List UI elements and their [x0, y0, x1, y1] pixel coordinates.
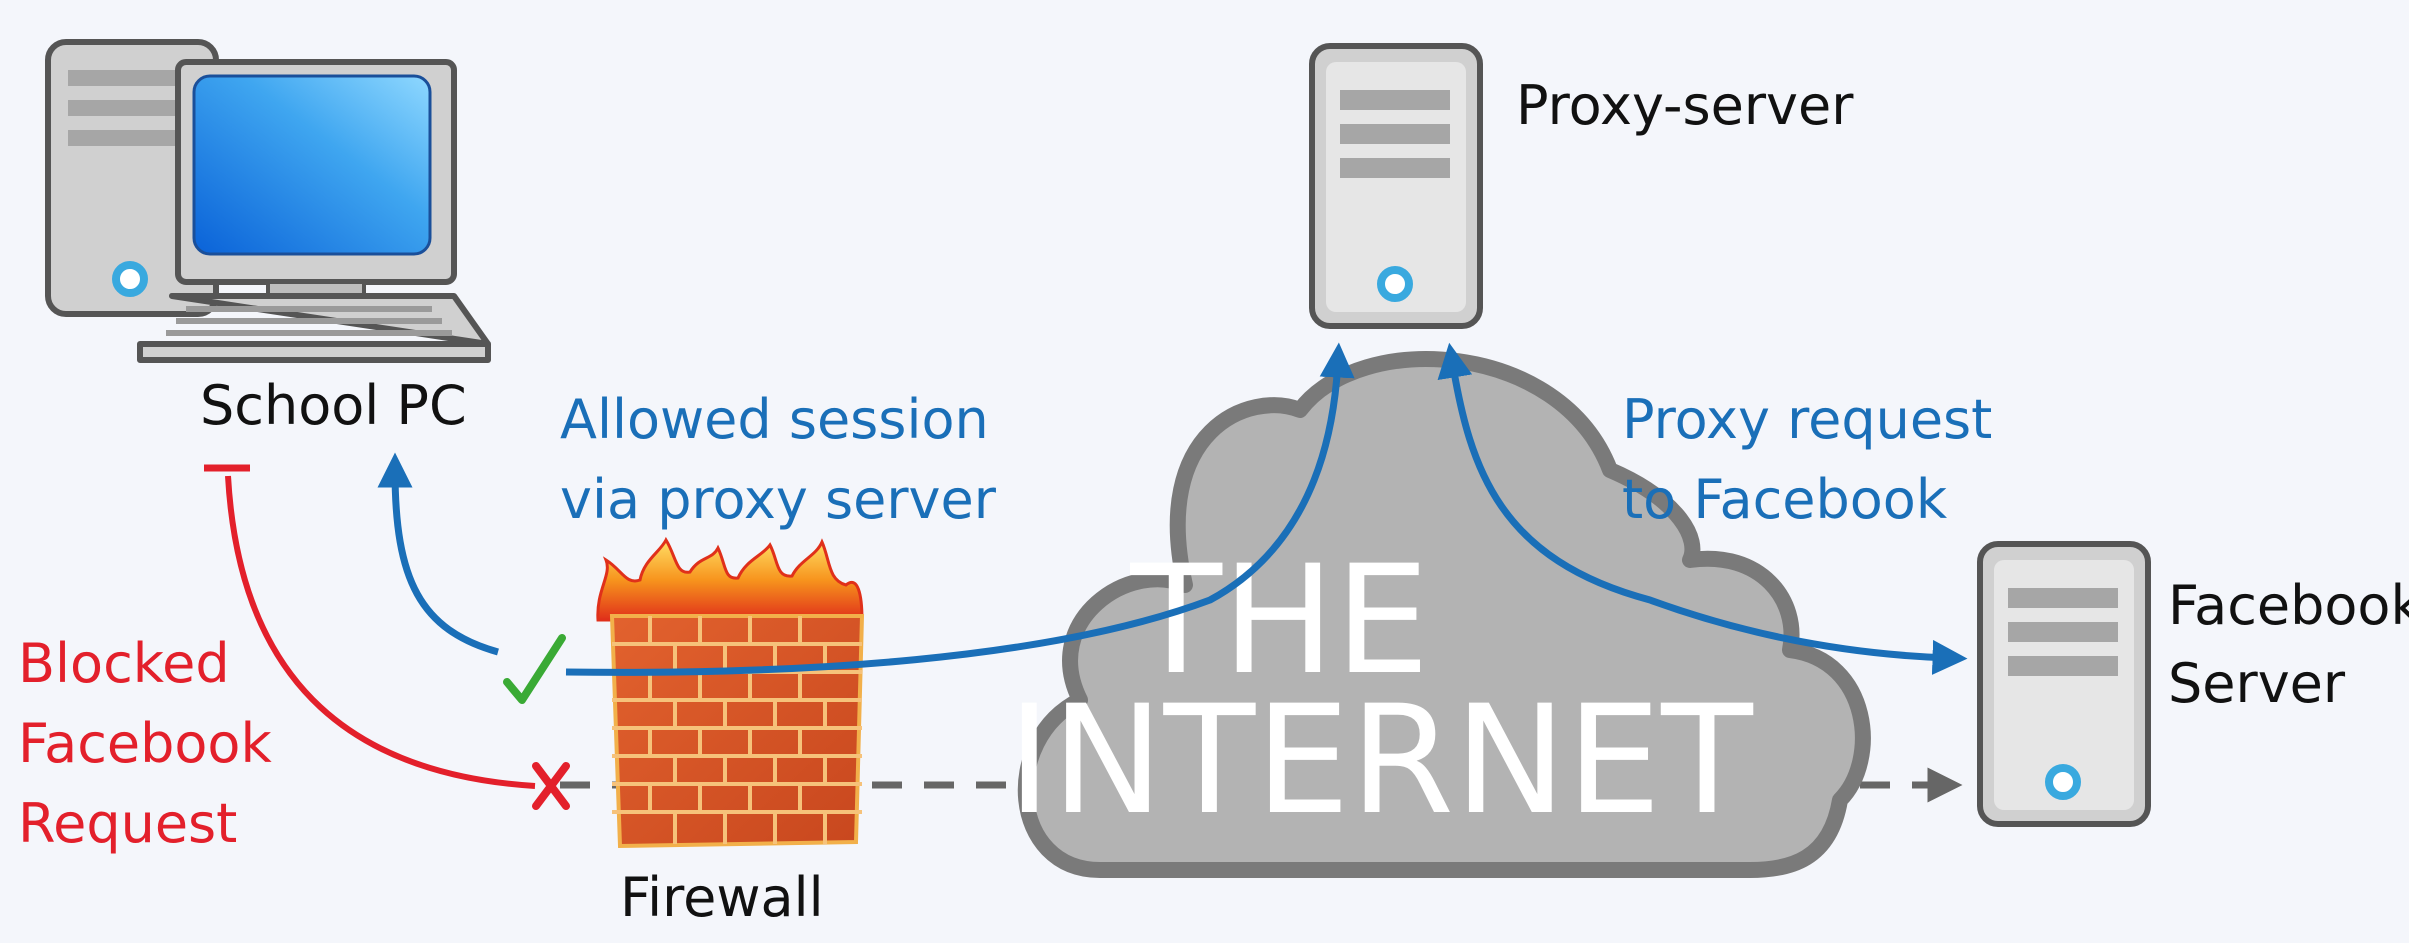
proxy-request-label-line1: Proxy request	[1622, 388, 1992, 451]
school-pc-icon	[45, 39, 491, 363]
cross-mark-icon	[532, 762, 570, 810]
internet-label-line2: INTERNET	[1007, 674, 1754, 848]
blocked-request-label-line2: Facebook	[18, 712, 272, 775]
internet-label-line1: THE	[1129, 534, 1429, 708]
allowed-session-label-line2: via proxy server	[560, 468, 997, 531]
facebook-server-label-line1: Facebook	[2168, 574, 2409, 637]
proxy-request-label-line2: to Facebook	[1622, 468, 1948, 531]
school-pc-label: School PC	[200, 374, 467, 437]
facebook-server-label-line2: Server	[2168, 652, 2346, 715]
proxy-server-icon	[1309, 43, 1483, 329]
allowed-session-arrow	[565, 342, 1355, 676]
blocked-request-path	[225, 475, 536, 789]
firewall-label: Firewall	[620, 866, 824, 929]
firewall-icon	[596, 536, 865, 849]
allowed-session-label-line1: Allowed session	[560, 388, 989, 451]
facebook-server-icon	[1977, 541, 2151, 827]
proxy-request-arrow	[1437, 342, 1968, 675]
blocked-request-label-line3: Request	[18, 792, 237, 855]
flame-icon	[596, 536, 864, 622]
blocked-request-label-line1: Blocked	[18, 632, 230, 695]
allowed-return-arrow	[377, 452, 499, 656]
checkmark-icon	[503, 634, 566, 704]
proxy-server-label: Proxy-server	[1516, 74, 1854, 137]
